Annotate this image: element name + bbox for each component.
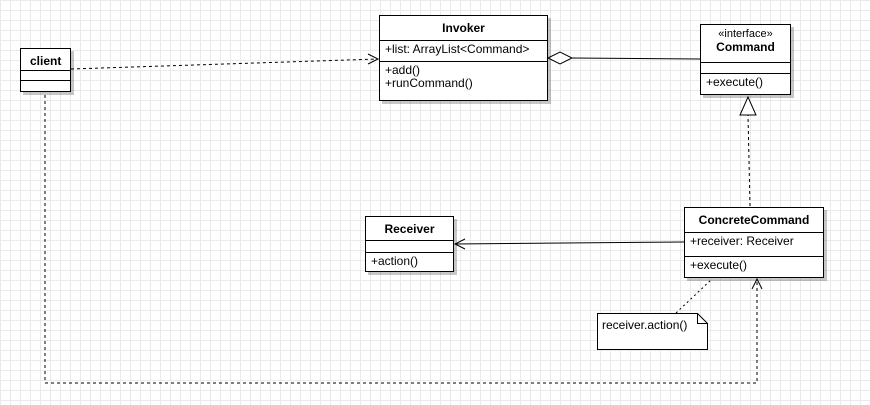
receiver-attributes: [366, 240, 453, 252]
note[interactable]: receiver.action(): [597, 313, 708, 350]
concretecommand-class[interactable]: ConcreteCommand +receiver: Receiver +exe…: [684, 207, 824, 278]
invoker-class-name: Invoker: [442, 21, 485, 35]
command-operation-execute: +execute(): [706, 75, 764, 89]
concretecommand-class-name: ConcreteCommand: [698, 213, 810, 227]
receiver-operations: +action(): [366, 252, 453, 271]
invoker-operation-runcommand: +runCommand(): [385, 76, 473, 90]
invoker-class[interactable]: Invoker +list: ArrayList<Command> +add()…: [379, 15, 548, 101]
command-interface[interactable]: «interface» Command +execute(): [700, 24, 791, 95]
command-attributes: [701, 62, 790, 73]
note-shape: [597, 313, 708, 350]
client-invoker-dependency[interactable]: [70, 53, 380, 70]
note-text: receiver.action(): [602, 318, 688, 332]
command-class-name: Command: [716, 40, 775, 54]
concretecommand-operation-execute: +execute(): [690, 258, 748, 272]
receiver-operation-action: +action(): [371, 254, 419, 268]
client-class[interactable]: client: [20, 48, 71, 92]
client-attributes: [21, 70, 70, 80]
note-link[interactable]: [675, 278, 713, 314]
client-operations: [21, 80, 70, 91]
concretecommand-attributes: +receiver: Receiver: [685, 232, 823, 256]
invoker-attributes: +list: ArrayList<Command>: [380, 40, 547, 61]
concretecommand-command-realization[interactable]: [739, 95, 757, 207]
invoker-attribute-list: +list: ArrayList<Command>: [385, 42, 530, 56]
concretecommand-attribute-receiver: +receiver: Receiver: [690, 234, 794, 248]
concretecommand-operations: +execute(): [685, 256, 823, 277]
client-class-name: client: [30, 54, 62, 68]
invoker-operation-add: +add(): [385, 63, 421, 77]
receiver-class-name: Receiver: [384, 222, 435, 236]
command-header: «interface» Command: [701, 25, 790, 62]
invoker-command-aggregation[interactable]: [546, 51, 701, 65]
concretecommand-receiver-association[interactable]: [453, 238, 685, 250]
receiver-class[interactable]: Receiver +action(): [365, 216, 454, 272]
command-stereotype: «interface»: [718, 28, 773, 40]
command-operations: +execute(): [701, 73, 790, 94]
invoker-operations: +add() +runCommand(): [380, 61, 547, 100]
